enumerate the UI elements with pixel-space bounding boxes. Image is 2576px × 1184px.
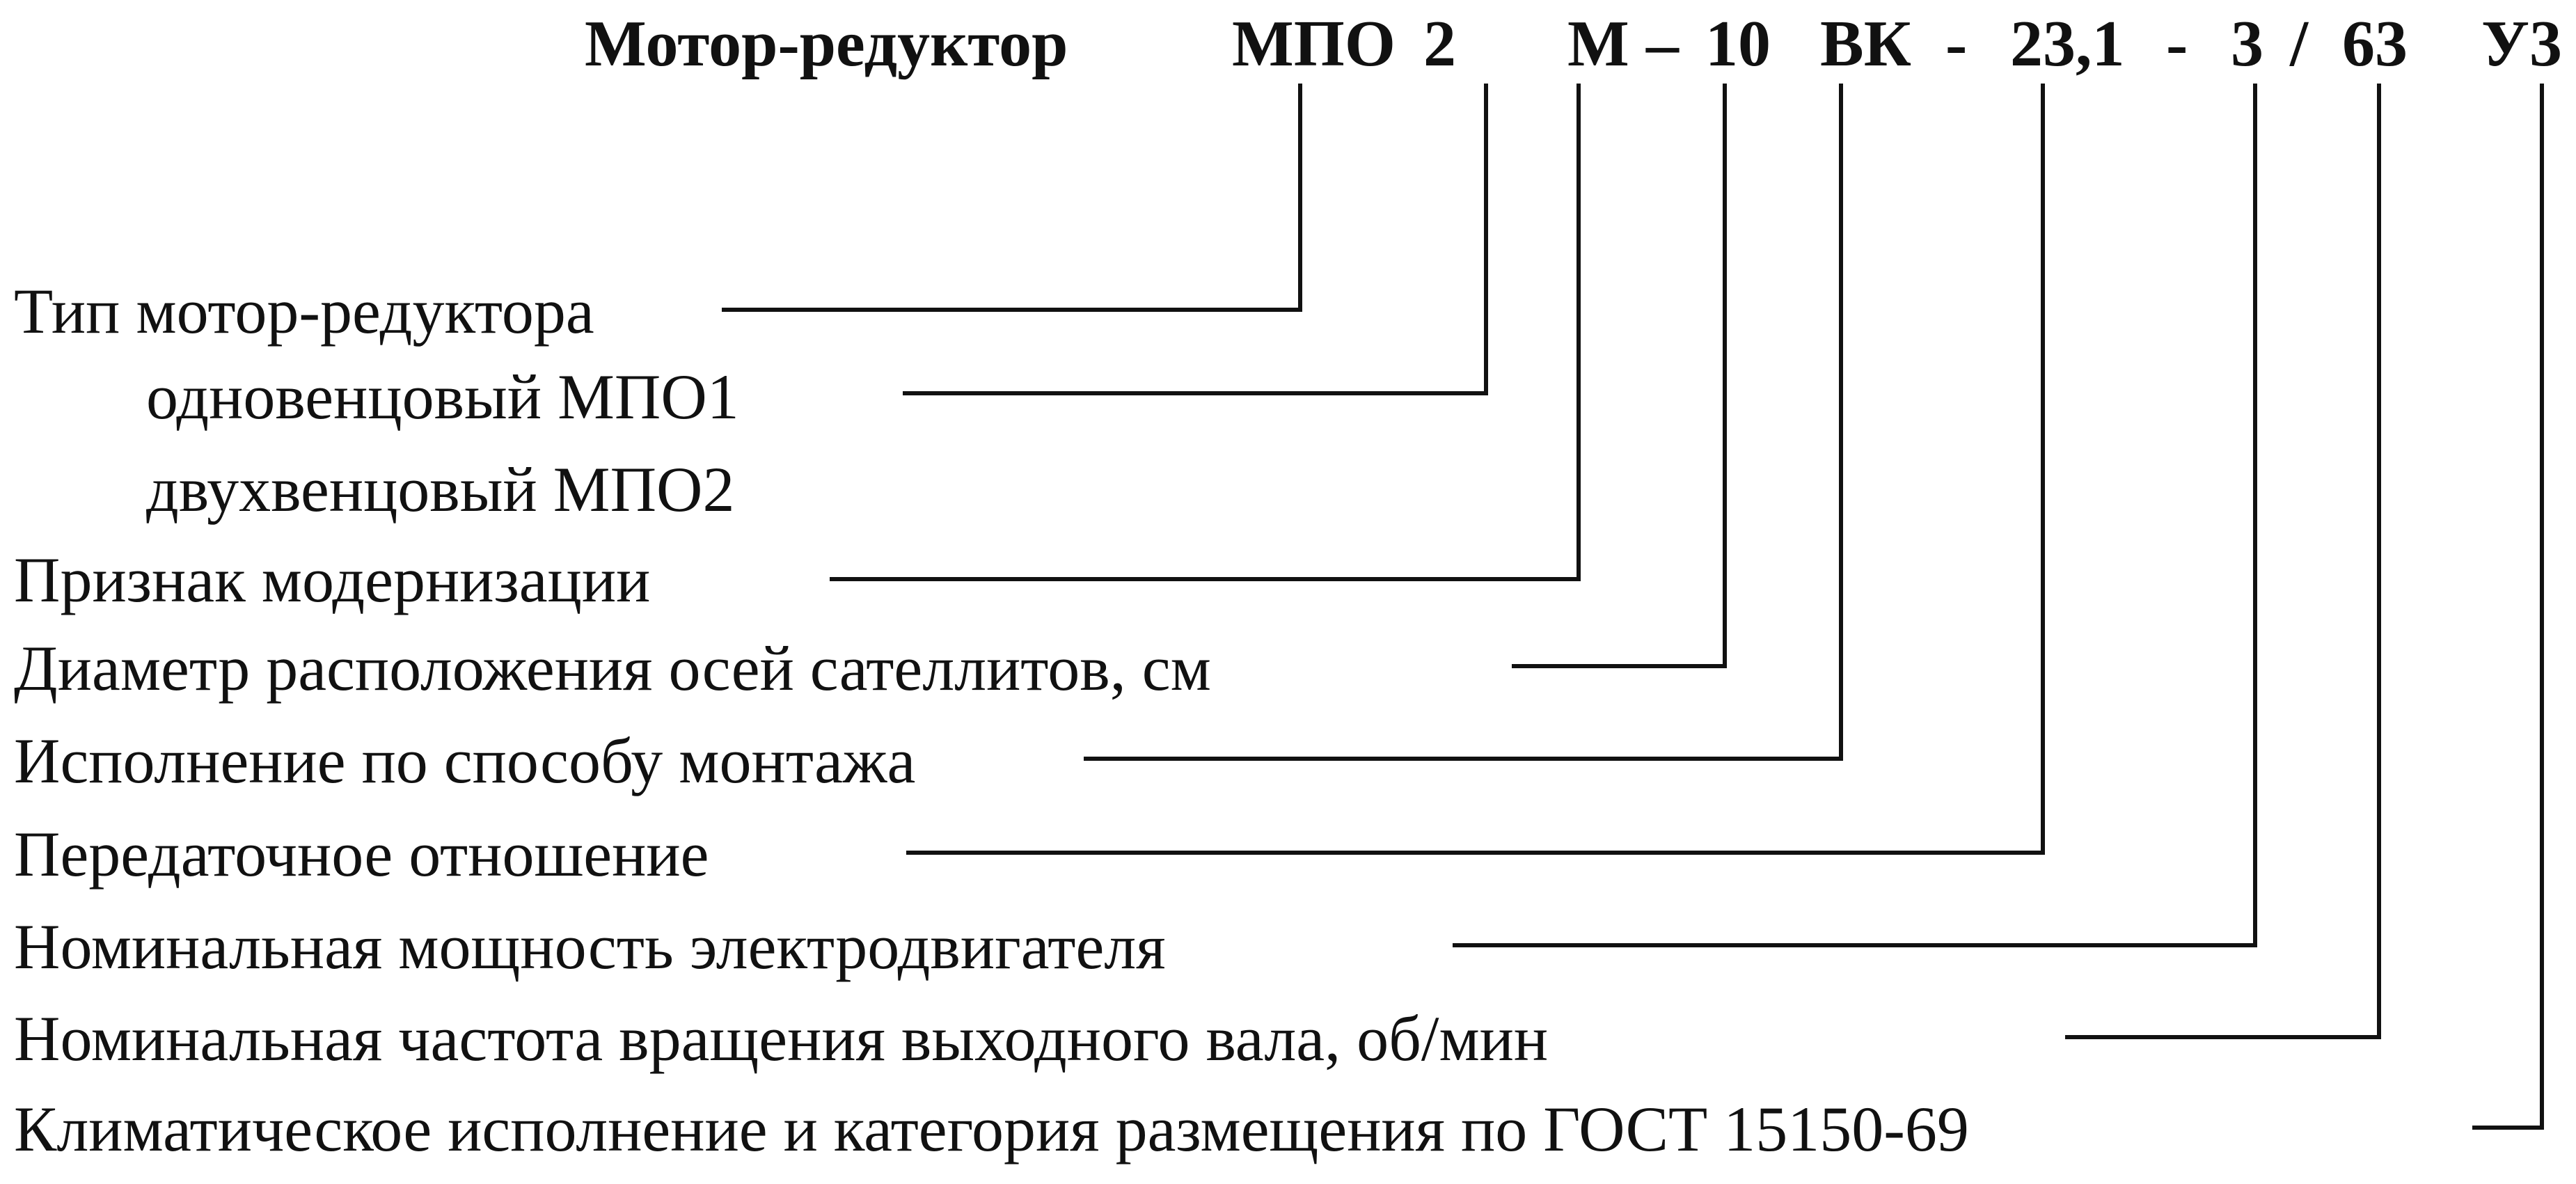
leader-ratio (906, 84, 2045, 855)
designation-power: 3 (2231, 8, 2263, 80)
designation-climate: У3 (2481, 8, 2562, 80)
leader-modernization (830, 84, 1581, 581)
designation-type: МПО (1232, 8, 1396, 80)
designation-diameter: 10 (1705, 8, 1771, 80)
designation-modernization: М (1567, 8, 1629, 80)
designation-crowns: 2 (1423, 8, 1456, 80)
leader-speed (2065, 84, 2381, 1039)
designation-dash-2: - (1945, 8, 1968, 80)
label-power: Номинальная мощность электродвигателя (14, 911, 1166, 982)
leader-diameter (1512, 84, 1727, 668)
label-climate: Климатическое исполнение и категория раз… (14, 1094, 1969, 1165)
leader-mounting (1084, 84, 1843, 761)
leader-type (722, 84, 1302, 312)
label-modernization: Признак модернизации (14, 544, 651, 615)
designation-speed: 63 (2342, 8, 2408, 80)
leader-power (1453, 84, 2257, 947)
label-ratio: Передаточное отношение (14, 819, 709, 890)
designation-dash-3: - (2166, 8, 2188, 80)
leader-climate (2472, 84, 2544, 1130)
designation-prefix: Мотор-редуктор (585, 8, 1068, 80)
label-type-double: двухвенцовый МПО2 (146, 454, 735, 525)
label-type-single: одновенцовый МПО1 (146, 361, 739, 432)
label-type-title: Тип мотор-редуктора (14, 276, 594, 347)
label-speed: Номинальная частота вращения выходного в… (14, 1003, 1549, 1074)
designation-ratio: 23,1 (2010, 8, 2125, 80)
designation-slash: / (2290, 8, 2309, 80)
label-mounting: Исполнение по способу монтажа (14, 725, 916, 796)
leader-crowns (903, 84, 1488, 395)
designation-dash-1: – (1646, 8, 1679, 80)
designation-mounting: ВК (1820, 8, 1911, 80)
label-diameter: Диаметр расположения осей сателлитов, см (14, 633, 1211, 704)
